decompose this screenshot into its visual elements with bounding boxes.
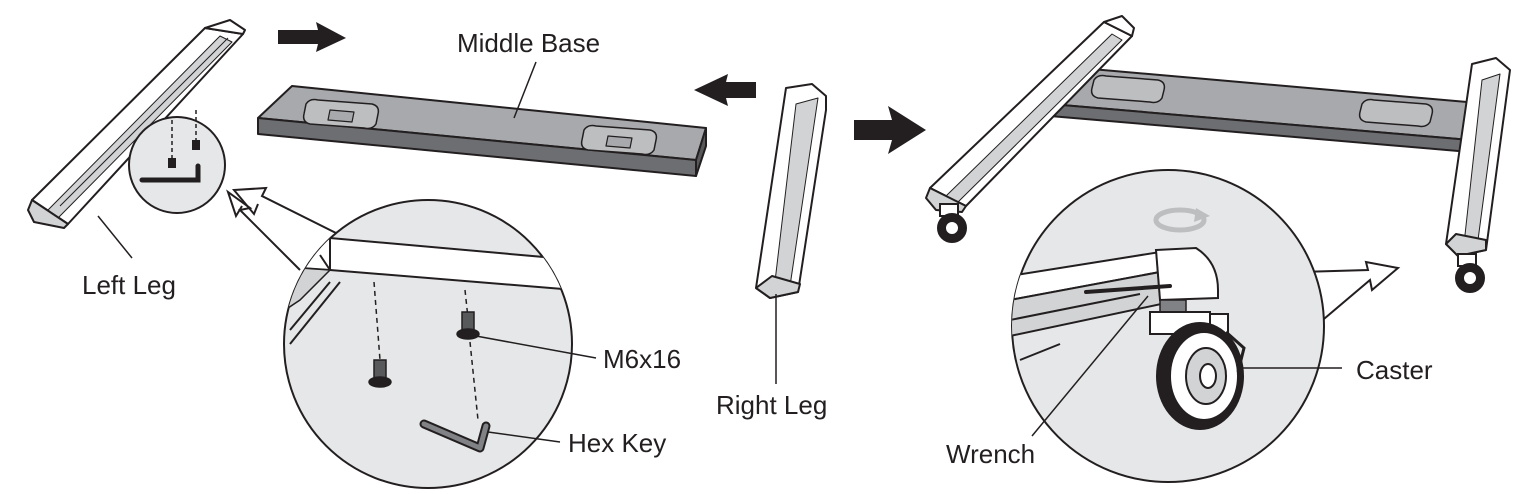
hardware-zoom-circle [283, 199, 573, 489]
wrench-label: Wrench [946, 439, 1036, 469]
wrench-tool [1084, 284, 1172, 294]
frame-caster-left [937, 203, 967, 243]
left-leg-label: Left Leg [82, 270, 176, 300]
callout-arrow-icon [226, 186, 351, 271]
assembled-frame [925, 15, 1511, 257]
right-leg-label: Right Leg [716, 390, 828, 420]
arrow-right-icon [278, 22, 346, 52]
left-leg-detail-circle [128, 110, 226, 214]
caster-wheel [1156, 322, 1246, 430]
caster-label: Caster [1356, 355, 1433, 385]
rotate-icon [1153, 207, 1210, 233]
m6x16-label: M6x16 [603, 344, 682, 374]
middle-base-label: Middle Base [457, 28, 601, 58]
caster-zoom-circle [1011, 169, 1325, 483]
arrow-right-icon [854, 106, 926, 154]
middle-base-part [257, 85, 707, 177]
callout-arrow-icon [1299, 260, 1401, 325]
left-leg-part [27, 19, 246, 229]
frame-caster-right [1455, 253, 1485, 293]
right-leg-part [755, 83, 827, 299]
hex-key-label: Hex Key [568, 428, 667, 458]
m6x16-screw [368, 311, 480, 388]
arrow-left-icon [694, 74, 756, 106]
